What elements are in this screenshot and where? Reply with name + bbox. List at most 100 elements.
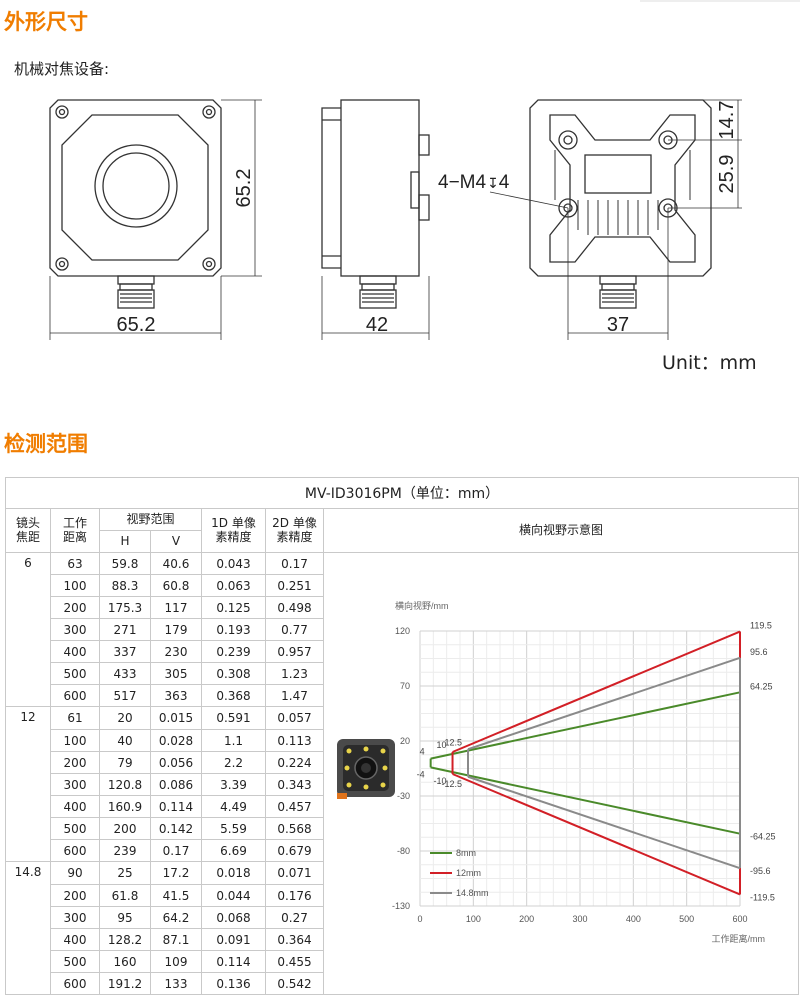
table-cell: 87.1 [150,928,202,951]
focal-length-cell: 12 [5,706,51,862]
table-cell: 160.9 [99,795,151,818]
table-cell: 0.091 [201,928,266,951]
unit-label: Unit：mm [662,352,757,374]
table-cell: 433 [99,662,151,685]
table-cell: 0.057 [265,706,324,730]
table-cell: 17.2 [150,861,202,885]
table-cell: 0.044 [201,884,266,907]
table-cell: 133 [150,972,202,995]
focal-length-cell: 6 [5,552,51,707]
table-cell: 0.27 [265,906,324,929]
data-label: -64.25 [750,832,776,842]
front-view [49,99,262,340]
table-cell: 0.17 [265,552,324,575]
x-tick-label: 400 [625,914,640,924]
table-cell: 600 [50,839,100,862]
table-cell: 59.8 [99,552,151,575]
table-cell: 128.2 [99,928,151,951]
table-cell: 0.957 [265,640,324,663]
table-cell: 0.239 [201,640,266,663]
table-cell: 0.457 [265,795,324,818]
header-diagram: 横向视野示意图 [323,508,799,553]
table-cell: 0.224 [265,751,324,774]
x-tick-label: 600 [732,914,747,924]
table-cell: 0.176 [265,884,324,907]
header-fov: 视野范围 [99,508,202,531]
table-cell: 0.343 [265,773,324,796]
y-tick-label: 120 [394,626,409,636]
rear-hole-x-dim: 37 [607,314,629,336]
table-cell: 117 [150,596,202,619]
table-cell: 1.47 [265,684,324,707]
table-cell: 0.136 [201,972,266,995]
table-cell: 40 [99,729,151,752]
dimension-drawings: 65.2 65.2 42 37 14.7 25.9 4−M4↧4 [49,99,742,340]
table-cell: 20 [99,706,151,730]
table-cell: 0.015 [150,706,202,730]
table-cell: 63 [50,552,100,575]
table-caption: MV-ID3016PM（单位：mm） [5,477,799,509]
y-tick-label: -130 [391,901,409,911]
table-cell: 90 [50,861,100,885]
front-height-dim: 65.2 [233,169,255,208]
y-tick-label: -80 [396,846,409,856]
table-cell: 1.1 [201,729,266,752]
table-cell: 239 [99,839,151,862]
y-axis-label: 横向视野/mm [395,600,449,611]
header-distance: 工作距离 [50,508,100,553]
table-cell: 61.8 [99,884,151,907]
section-title-range: 检测范围 [4,432,88,456]
table-cell: 100 [50,729,100,752]
x-axis-label: 工作距离/mm [711,933,765,944]
y-tick-label: -30 [396,791,409,801]
header-1d-accuracy: 1D 单像素精度 [201,508,266,553]
table-cell: 305 [150,662,202,685]
table-cell: 0.17 [150,839,202,862]
section-title-dimensions: 外形尺寸 [4,10,88,34]
table-cell: 64.2 [150,906,202,929]
table-cell: 0.251 [265,574,324,597]
rear-top-dim: 14.7 [716,101,738,140]
series-line-upper [467,656,740,751]
table-cell: 2.2 [201,751,266,774]
data-label: 64.25 [750,681,773,691]
thread-label: 4−M4↧4 [438,172,510,193]
table-cell: 120.8 [99,773,151,796]
table-cell: 109 [150,950,202,973]
table-cell: 300 [50,906,100,929]
table-cell: 79 [99,751,151,774]
header-focal: 镜头焦距 [5,508,51,553]
table-cell: 0.063 [201,574,266,597]
table-cell: 363 [150,684,202,707]
table-cell: 0.568 [265,817,324,840]
table-cell: 0.056 [150,751,202,774]
table-cell: 200 [50,751,100,774]
table-cell: 41.5 [150,884,202,907]
table-cell: 5.59 [201,817,266,840]
table-cell: 175.3 [99,596,151,619]
table-cell: 160 [99,950,151,973]
y-tick-label: 70 [399,681,409,691]
table-cell: 0.113 [265,729,324,752]
table-cell: 300 [50,618,100,641]
legend-label: 14.8mm [456,888,489,898]
table-cell: 0.142 [150,817,202,840]
header-v: V [150,530,202,553]
table-cell: 3.39 [201,773,266,796]
data-label: 4 [419,747,424,757]
data-label: 10 [436,740,446,750]
series-line-lower [467,775,740,870]
table-cell: 179 [150,618,202,641]
series-line-upper [451,630,740,753]
data-label: -95.6 [750,866,771,876]
table-cell: 400 [50,928,100,951]
x-tick-label: 100 [465,914,480,924]
